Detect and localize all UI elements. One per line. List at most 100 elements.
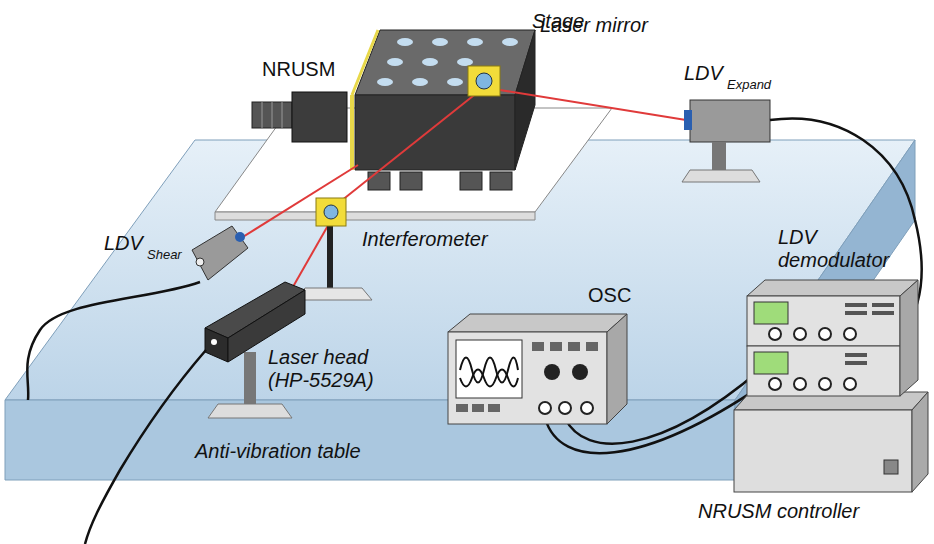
- demod-key: [845, 311, 867, 315]
- interferometer-block: [316, 198, 346, 226]
- controller: [734, 392, 928, 492]
- laser-beam: [336, 92, 478, 205]
- part-label: OSC: [588, 284, 631, 307]
- ldv-lens: [235, 232, 245, 242]
- osc-front: [448, 332, 607, 424]
- stage-hole: [467, 38, 483, 46]
- demod-jack: [794, 328, 806, 340]
- laser-base: [208, 404, 292, 418]
- part-label: LDV demodulator: [778, 226, 906, 272]
- motor-body: [292, 92, 347, 142]
- part-label: Anti-vibration table: [195, 440, 361, 463]
- ldv-post: [712, 142, 726, 170]
- ldv-shear: [192, 226, 248, 280]
- stage-hole: [387, 58, 403, 66]
- ldv-base: [682, 170, 760, 182]
- demod-jack: [844, 328, 856, 340]
- interferometer-base: [295, 288, 372, 300]
- cable: [85, 350, 206, 544]
- osc-button: [456, 404, 468, 412]
- cables: [27, 118, 921, 544]
- stage-hole: [422, 58, 438, 66]
- motor-stripe: [272, 102, 273, 128]
- controller-switch: [884, 460, 898, 474]
- motor-stripe: [262, 102, 263, 128]
- interferometer: [295, 198, 372, 300]
- laser-aperture: [211, 339, 217, 345]
- mirror-face: [476, 73, 492, 89]
- demod-key: [845, 361, 867, 365]
- stage-foot: [460, 172, 482, 190]
- demod-display: [754, 352, 788, 374]
- osc-input: [559, 402, 571, 414]
- laser-beam: [500, 90, 686, 120]
- motor-stripe: [282, 102, 283, 128]
- laser-front: [205, 328, 228, 362]
- ldv-body: [690, 100, 770, 142]
- osc-button: [568, 342, 580, 351]
- osc-button: [550, 342, 562, 351]
- demod-jack: [769, 328, 781, 340]
- osc-input: [539, 402, 551, 414]
- demod-key: [872, 303, 894, 307]
- laser-beam: [290, 222, 330, 292]
- laser-beams: [238, 90, 686, 292]
- laser-mirror: [468, 66, 500, 96]
- part-label: Laser mirror: [540, 14, 648, 37]
- ldv-body: [192, 226, 248, 280]
- demodulator: [747, 280, 918, 396]
- stage-hole: [397, 38, 413, 46]
- interferometer-post: [327, 225, 333, 290]
- subscript-label: Expand: [727, 78, 771, 93]
- oscilloscope: [448, 314, 627, 424]
- demod-display: [754, 302, 788, 324]
- stage-hole: [432, 38, 448, 46]
- demod-key: [845, 353, 867, 357]
- demod-jack: [844, 378, 856, 390]
- motor-shaft: [252, 102, 292, 128]
- demod-key: [872, 311, 894, 315]
- interferometer-face: [324, 205, 338, 219]
- stage-edge: [350, 95, 354, 170]
- stage-hole: [412, 78, 428, 86]
- table-front: [5, 400, 735, 480]
- stage-hole: [502, 38, 518, 46]
- controller-front: [734, 410, 912, 492]
- osc-side: [607, 314, 627, 424]
- laser-beam: [238, 165, 358, 240]
- part-label: Interferometer: [362, 228, 488, 251]
- demod-jack: [769, 378, 781, 390]
- demod-jack: [794, 378, 806, 390]
- controller-side: [912, 392, 928, 492]
- laser-post: [244, 352, 256, 407]
- stage-side: [515, 30, 535, 170]
- cable: [27, 282, 200, 400]
- osc-input: [581, 402, 593, 414]
- stage-foot: [400, 172, 422, 190]
- part-label: Laser head (HP-5529A): [268, 346, 396, 392]
- osc-knob: [544, 364, 560, 380]
- part-label: NRUSM: [262, 58, 335, 81]
- ldv-lens: [684, 110, 692, 130]
- stage-hole: [447, 78, 463, 86]
- demod-side: [900, 280, 918, 396]
- demod-front: [747, 346, 900, 396]
- mirror-block: [468, 66, 500, 96]
- part-label: NRUSM controller: [698, 500, 859, 523]
- stage-front: [355, 95, 515, 170]
- osc-button: [532, 342, 544, 351]
- osc-button: [586, 342, 598, 351]
- table-top: [5, 140, 915, 400]
- stage-edge: [352, 30, 378, 95]
- ldv-expand: [682, 100, 770, 182]
- demod-top: [747, 280, 918, 296]
- osc-button: [488, 404, 500, 412]
- osc-button: [472, 404, 484, 412]
- stage-hole: [377, 78, 393, 86]
- demod-key: [845, 303, 867, 307]
- stage-top: [355, 30, 535, 95]
- stage-foot: [490, 172, 512, 190]
- demod-front: [747, 296, 900, 346]
